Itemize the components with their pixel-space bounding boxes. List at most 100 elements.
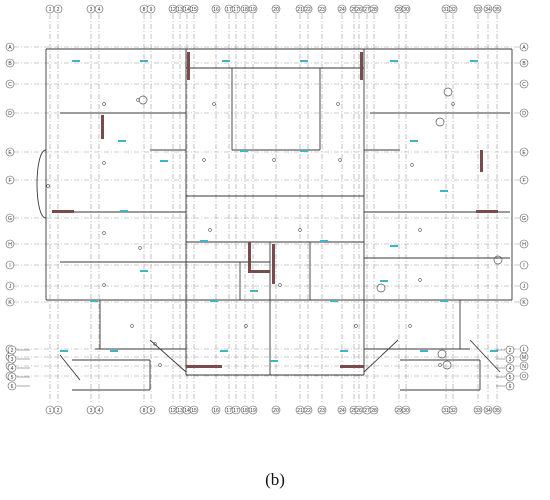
top-axis-label-circle — [337, 4, 347, 14]
right-axis-label: A — [522, 45, 526, 51]
left-axis-label: K — [8, 300, 12, 306]
top-axis-label: 4 — [98, 7, 101, 13]
top-axis-label: 32 — [450, 7, 456, 13]
top-axis-label-circle — [473, 4, 483, 14]
left-axis-label-circle — [5, 58, 15, 68]
diagonal-wall — [59, 354, 81, 381]
bottom-axis-label: 33 — [475, 408, 481, 414]
bottom-axis-label: 9 — [150, 408, 153, 414]
legend-left-label: 3 — [11, 357, 14, 363]
room-mark — [278, 283, 282, 287]
hatched-wall — [101, 115, 104, 139]
bottom-axis-label: 31 — [443, 408, 449, 414]
right-axis-label-circle — [519, 361, 529, 371]
cyan-tag — [340, 350, 348, 352]
left-axis-label-circle — [5, 175, 15, 185]
cyan-tag — [300, 150, 308, 152]
cyan-tag — [200, 240, 208, 242]
legend-left-label: 2 — [11, 348, 14, 354]
top-axis-label: 13 — [177, 7, 183, 13]
top-axis-label-circle — [303, 4, 313, 14]
top-axis-label: 12 — [170, 7, 176, 13]
room-mark — [208, 228, 212, 232]
cyan-tag — [270, 360, 278, 362]
top-axis-label: 26 — [356, 7, 362, 13]
right-axis-label: C — [522, 82, 526, 88]
bottom-axis-label-circle — [303, 405, 313, 415]
bottom-axis-label: 30 — [403, 408, 409, 414]
legend-right-label: 4 — [509, 366, 512, 372]
bottom-axis-label-circle — [401, 405, 411, 415]
cyan-tag — [470, 60, 478, 62]
cyan-tag — [222, 60, 230, 62]
top-axis-label: 21 — [297, 7, 303, 13]
top-axis-label: 17 — [233, 7, 239, 13]
right-axis-label: I — [523, 263, 524, 269]
cyan-tag — [240, 150, 248, 152]
bottom-axis-label: 22 — [305, 408, 311, 414]
bottom-axis-label: 2 — [57, 408, 60, 414]
top-axis-label: 20 — [273, 7, 279, 13]
right-axis-label: D — [522, 111, 526, 117]
top-axis-label-circle — [53, 4, 63, 14]
room-mark — [46, 184, 50, 188]
top-axis-label: 22 — [305, 7, 311, 13]
top-axis-label: 2 — [57, 7, 60, 13]
legend-left-label: 5 — [11, 375, 14, 381]
left-axis-label: E — [8, 150, 12, 156]
bottom-axis-label: 13 — [177, 408, 183, 414]
bubble-symbol — [493, 255, 503, 265]
left-axis-label: D — [8, 111, 12, 117]
right-axis-label: B — [522, 61, 526, 67]
bottom-axis-label-circle — [189, 405, 199, 415]
bottom-axis-label-circle — [146, 405, 156, 415]
top-axis-label: 28 — [371, 7, 377, 13]
left-axis-label: C — [8, 82, 12, 88]
legend-right-label: 5 — [509, 375, 512, 381]
bottom-axis-label: 12 — [170, 408, 176, 414]
top-axis-label: 18 — [242, 7, 248, 13]
cyan-tag — [440, 300, 448, 302]
diagonal-wall — [363, 339, 399, 373]
right-axis-label: F — [522, 178, 525, 184]
top-axis-label-circle — [231, 4, 241, 14]
cyan-tag — [410, 140, 418, 142]
top-axis-label: 30 — [403, 7, 409, 13]
top-axis-label-circle — [189, 4, 199, 14]
legend-right-label-circle — [505, 381, 515, 391]
room-mark — [410, 163, 414, 167]
legend-left-label: 6 — [11, 384, 14, 390]
bubble-symbol — [138, 95, 148, 105]
right-axis-label: H — [522, 242, 526, 248]
legend-left-label-circle — [7, 372, 17, 382]
top-axis-label: 14 — [184, 7, 190, 13]
top-axis-label-circle — [211, 4, 221, 14]
bottom-axis-label: 32 — [450, 408, 456, 414]
bottom-axis-label-circle — [248, 405, 258, 415]
cyan-tag — [210, 300, 218, 302]
right-axis-label: N — [522, 364, 526, 370]
top-axis-label: 33 — [475, 7, 481, 13]
right-axis-label-circle — [519, 239, 529, 249]
diagonal-wall — [469, 339, 501, 373]
legend-right-label: 2 — [509, 348, 512, 354]
room-mark — [158, 363, 162, 367]
bottom-axis-label-circle — [492, 405, 502, 415]
left-axis-label-circle — [5, 79, 15, 89]
left-axis-label-circle — [5, 260, 15, 270]
right-axis-label-circle — [519, 297, 529, 307]
left-axis-labels: ABCDEFGHIJKLMNOABCDEFGHIJKLMNO — [5, 42, 529, 381]
bottom-axis-label: 20 — [273, 408, 279, 414]
left-axis-label-circle — [5, 281, 15, 291]
bubble-symbol — [443, 87, 453, 97]
right-axis-label-circle — [519, 213, 529, 223]
room-mark — [130, 324, 134, 328]
right-axis-label-circle — [519, 58, 529, 68]
top-axis-label: 29 — [396, 7, 402, 13]
bottom-axis-label: 8 — [143, 408, 146, 414]
bottom-axis-label: 35 — [494, 408, 500, 414]
cyan-tag — [250, 290, 258, 292]
room-mark — [338, 158, 342, 162]
